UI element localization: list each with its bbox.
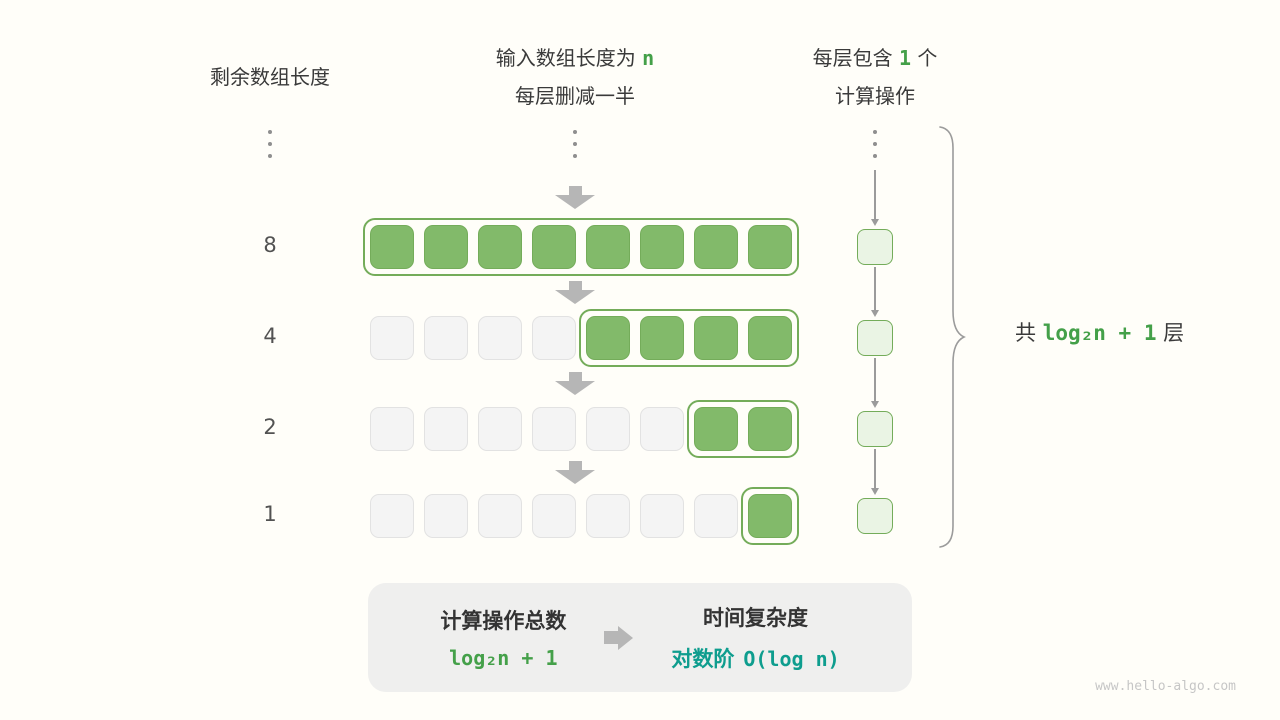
time-complexity-title: 时间复杂度 xyxy=(702,606,808,630)
array-cell-discarded xyxy=(586,407,630,451)
array-cell-discarded xyxy=(532,407,576,451)
halve-arrow-down-icon xyxy=(555,281,595,304)
operation-cell xyxy=(857,498,893,534)
time-complexity-formula: 对数阶 O(log n) xyxy=(671,643,839,673)
big-o-notation: O(log n) xyxy=(743,647,840,671)
layer-count-formula: log₂n + 1 xyxy=(1042,321,1157,345)
operation-cell xyxy=(857,411,893,447)
array-cell-discarded xyxy=(586,494,630,538)
operation-connector-arrow-icon xyxy=(870,219,879,226)
array-cell-discarded xyxy=(478,316,522,360)
array-cell-discarded xyxy=(424,316,468,360)
array-cell-active xyxy=(694,225,738,269)
array-cell-discarded xyxy=(694,494,738,538)
operation-connector-arrow-icon xyxy=(870,310,879,317)
one-symbol: 1 xyxy=(898,46,912,70)
halve-arrow-down-icon xyxy=(555,461,595,484)
operation-count-title: 计算操作总数 xyxy=(440,609,567,633)
time-complexity-summary: 时间复杂度 对数阶 O(log n) xyxy=(671,602,839,673)
array-cell-active xyxy=(586,225,630,269)
column-header-remaining-length: 剩余数组长度 xyxy=(150,58,390,96)
array-cell-discarded xyxy=(478,407,522,451)
array-cell-discarded xyxy=(424,407,468,451)
array-cell-active xyxy=(478,225,522,269)
remaining-length-value: 4 xyxy=(263,324,277,348)
array-cell-discarded xyxy=(370,316,414,360)
complexity-class-text: 对数阶 xyxy=(671,647,735,671)
array-cell-discarded xyxy=(370,407,414,451)
active-subarray-outline xyxy=(579,309,799,367)
array-cell-discarded xyxy=(640,407,684,451)
array-cell-discarded xyxy=(532,316,576,360)
vertical-ellipsis-center xyxy=(573,130,577,158)
active-subarray-outline xyxy=(741,487,799,545)
array-cell-discarded xyxy=(640,494,684,538)
array-cell-active xyxy=(640,225,684,269)
array-cell-discarded xyxy=(370,494,414,538)
operations-header-line1: 每层包含 1 个 xyxy=(745,39,1005,77)
array-cell-active xyxy=(370,225,414,269)
summary-box: 计算操作总数 log₂n + 1 时间复杂度 对数阶 O(log n) xyxy=(368,583,912,692)
layer-count-suffix: 层 xyxy=(1156,321,1185,345)
operation-count-formula: log₂n + 1 xyxy=(449,646,558,670)
vertical-ellipsis-left xyxy=(268,130,272,158)
array-cell-active xyxy=(640,316,684,360)
n-symbol: n xyxy=(642,46,655,70)
vertical-ellipsis-right xyxy=(873,130,877,158)
array-cell-active xyxy=(424,225,468,269)
operation-connector-arrow-icon xyxy=(870,488,879,495)
input-arrow-down-icon xyxy=(555,186,595,209)
array-cell-active xyxy=(532,225,576,269)
array-cell-active xyxy=(694,316,738,360)
ops-unit-text: 个 xyxy=(911,46,938,70)
array-cell-active xyxy=(748,225,792,269)
array-cell-active xyxy=(748,316,792,360)
watermark: www.hello-algo.com xyxy=(1095,679,1236,694)
active-subarray-outline xyxy=(363,218,799,276)
operation-connector-line xyxy=(874,449,876,489)
array-cell-active xyxy=(748,407,792,451)
operations-header-line2: 计算操作 xyxy=(835,84,915,108)
array-cell-discarded xyxy=(424,494,468,538)
layer-count-prefix: 共 xyxy=(1015,321,1043,345)
column-header-input-array: 输入数组长度为 n 每层删减一半 xyxy=(445,39,705,115)
input-array-header-line1: 输入数组长度为 n xyxy=(445,39,705,77)
remaining-length-value: 1 xyxy=(263,502,277,526)
operation-cell xyxy=(857,229,893,265)
array-cell-discarded xyxy=(532,494,576,538)
input-array-header-line2: 每层删减一半 xyxy=(515,84,635,108)
array-cell-active xyxy=(586,316,630,360)
remaining-length-value: 8 xyxy=(263,233,277,257)
halve-arrow-down-icon xyxy=(555,372,595,395)
operation-cell xyxy=(857,320,893,356)
ops-per-layer-text: 每层包含 xyxy=(812,46,899,70)
operation-connector-line xyxy=(874,358,876,402)
active-subarray-outline xyxy=(687,400,799,458)
array-cell-discarded xyxy=(478,494,522,538)
input-length-text: 输入数组长度为 xyxy=(495,46,643,70)
remaining-length-header-text: 剩余数组长度 xyxy=(210,65,330,89)
operation-connector-arrow-icon xyxy=(870,401,879,408)
implies-arrow-icon xyxy=(604,625,634,650)
column-header-operations: 每层包含 1 个 计算操作 xyxy=(745,39,1005,115)
array-cell-active xyxy=(694,407,738,451)
operation-connector-line xyxy=(874,170,876,220)
array-cell-active xyxy=(748,494,792,538)
layers-brace xyxy=(938,126,966,552)
operation-count-summary: 计算操作总数 log₂n + 1 xyxy=(440,605,566,670)
remaining-length-value: 2 xyxy=(263,415,277,439)
layer-count-label: 共 log₂n + 1 层 xyxy=(1015,314,1184,352)
operation-connector-line xyxy=(874,267,876,311)
